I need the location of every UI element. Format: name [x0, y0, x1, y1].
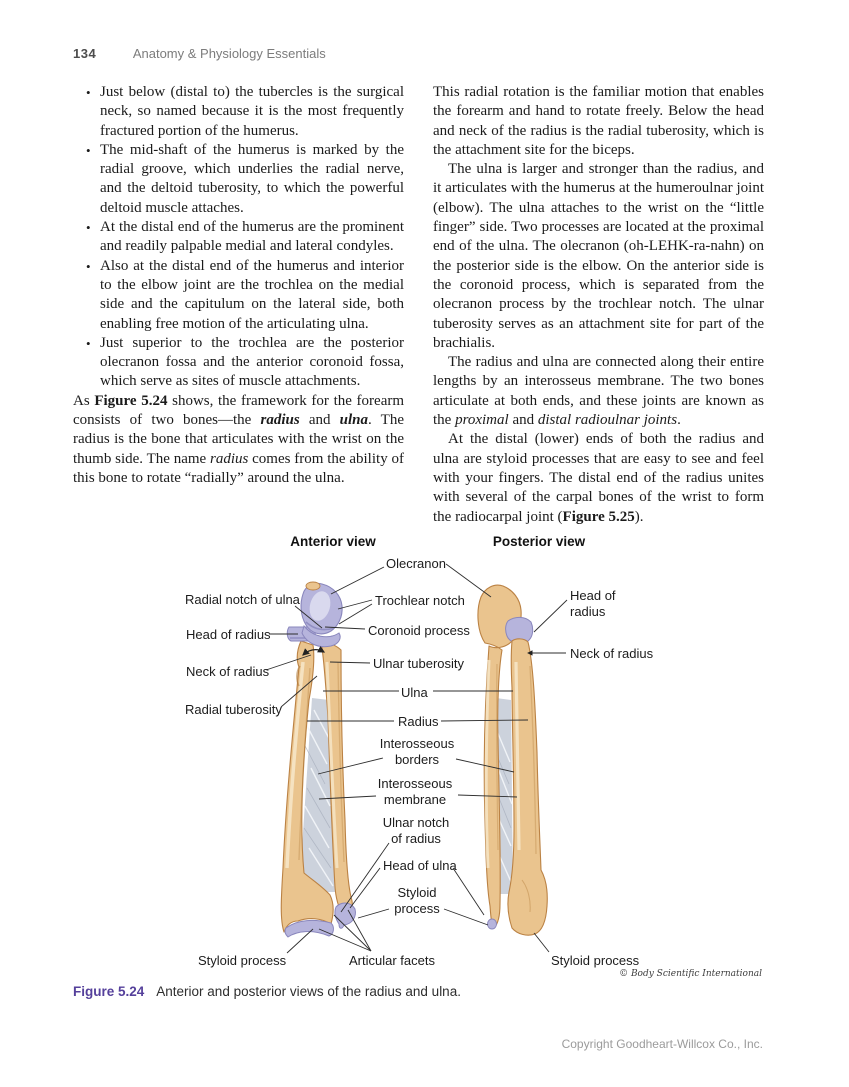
posterior-radius-head — [505, 616, 534, 644]
posterior-radius — [507, 638, 548, 936]
left-column: Just below (distal to) the tubercles is … — [73, 83, 404, 527]
bullet-item: Just below (distal to) the tubercles is … — [86, 83, 404, 141]
label-radius: Radius — [398, 714, 439, 729]
label-styloid-process-left: Styloid process — [198, 953, 287, 968]
label-styloid-process-right: Styloid process — [551, 953, 640, 968]
anterior-view-drawing — [280, 581, 356, 938]
label-head-of-radius-right: Head of radius — [570, 588, 616, 619]
anterior-radius-head — [286, 626, 316, 642]
bullet-item: At the distal end of the humerus are the… — [86, 218, 404, 257]
right-column: This radial rotation is the familiar mot… — [433, 83, 764, 527]
label-interosseous-membrane: Interosseous membrane — [377, 776, 453, 807]
anterior-radius-facets — [284, 919, 334, 938]
anterior-view-title: Anterior view — [290, 534, 376, 549]
label-ulnar-notch-of-radius: Ulnar notch of radius — [382, 815, 450, 846]
page-number: 134 — [73, 46, 97, 61]
anterior-ulna-shaft — [321, 640, 353, 919]
bullet-item: Just superior to the trochlea are the po… — [86, 334, 404, 392]
copyright-notice: Copyright Goodheart-Willcox Co., Inc. — [561, 1037, 763, 1051]
anterior-radius-shaft — [280, 640, 334, 933]
label-articular-facets: Articular facets — [349, 953, 435, 968]
label-ulnar-tuberosity: Ulnar tuberosity — [373, 656, 465, 671]
label-trochlear-notch: Trochlear notch — [375, 593, 465, 608]
label-radial-notch-of-ulna: Radial notch of ulna — [185, 592, 300, 607]
label-ulna: Ulna — [401, 685, 428, 700]
label-neck-of-radius-right: Neck of radius — [570, 646, 654, 661]
page-header: 134 Anatomy & Physiology Essentials — [73, 46, 326, 61]
label-interosseous-borders: Interosseous borders — [379, 736, 455, 767]
book-title: Anatomy & Physiology Essentials — [132, 46, 326, 61]
label-head-of-ulna: Head of ulna — [383, 858, 457, 873]
label-styloid-process-center: Styloid process — [394, 885, 440, 916]
illustration-credit: © Body Scientific International — [619, 969, 762, 979]
anterior-coronoid — [301, 624, 341, 648]
body-columns: Just below (distal to) the tubercles is … — [73, 83, 764, 527]
body-paragraph: At the distal (lower) ends of both the r… — [433, 431, 764, 525]
anterior-olecranon — [300, 582, 343, 635]
anterior-ulna-head — [334, 902, 356, 929]
bullet-item: The mid-shaft of the humerus is marked b… — [86, 141, 404, 218]
posterior-view-title: Posterior view — [492, 534, 586, 549]
label-coronoid-process: Coronoid process — [368, 623, 470, 638]
bullet-list: Just below (distal to) the tubercles is … — [73, 83, 404, 392]
leader-lines — [265, 563, 568, 954]
body-paragraph: The radius and ulna are connected along … — [433, 354, 764, 429]
bullet-item: Also at the distal end of the humerus an… — [86, 257, 404, 334]
figure-caption-number: Figure 5.24 — [73, 984, 145, 999]
label-radial-tuberosity: Radial tuberosity — [185, 702, 282, 717]
label-olecranon: Olecranon — [386, 556, 446, 571]
figure-caption: Figure 5.24 Anterior and posterior views … — [73, 984, 461, 999]
rotation-arrow — [302, 645, 326, 656]
figure-caption-text: Anterior and posterior views of the radi… — [156, 984, 461, 999]
label-neck-of-radius-left: Neck of radius — [186, 664, 270, 679]
body-paragraph: This radial rotation is the familiar mot… — [433, 84, 764, 158]
label-head-of-radius-left: Head of radius — [186, 627, 271, 642]
body-paragraph: The ulna is larger and stronger than the… — [433, 161, 764, 351]
posterior-view-drawing — [477, 584, 548, 936]
body-paragraph: As Figure 5.24 shows, the framework for … — [73, 392, 405, 486]
posterior-ulna — [477, 584, 522, 929]
